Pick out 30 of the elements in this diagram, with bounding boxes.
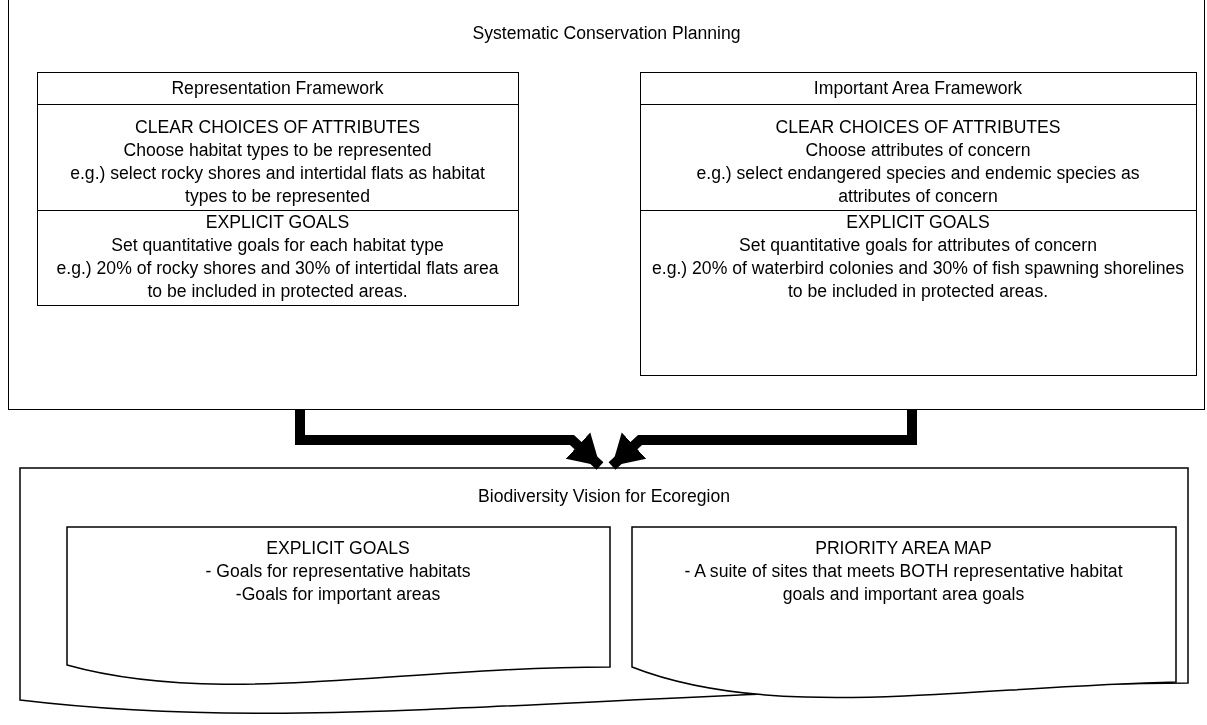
heading: Systematic Conservation Planning bbox=[471, 22, 742, 45]
arrow bbox=[295, 410, 604, 470]
example-text: e.g.) select rocky shores and intertidal flats as habitat types to be represented bbox=[69, 161, 486, 208]
description-text: Choose attributes of concern bbox=[804, 138, 1032, 162]
example-text: e.g.) 20% of rocky shores and 30% of intertidal flats area to be included in protected areas. bbox=[55, 256, 500, 303]
heading: Important Area Framework bbox=[812, 76, 1024, 100]
heading: EXPLICIT GOALS bbox=[265, 536, 411, 560]
table-cell bbox=[36, 103, 519, 211]
table-cell bbox=[36, 209, 519, 306]
heading: PRIORITY AREA MAP bbox=[814, 536, 993, 560]
description-text: Choose habitat types to be represented bbox=[122, 138, 433, 162]
heading: CLEAR CHOICES OF ATTRIBUTES bbox=[133, 115, 422, 139]
heading: CLEAR CHOICES OF ATTRIBUTES bbox=[774, 115, 1062, 139]
table-cell bbox=[639, 103, 1197, 211]
description-text: Set quantitative goals for each habitat type bbox=[110, 233, 445, 257]
example-text: -Goals for important areas bbox=[234, 582, 442, 606]
heading: Representation Framework bbox=[170, 76, 385, 100]
description-text: - Goals for representative habitats bbox=[204, 559, 472, 583]
table-header-cell bbox=[36, 71, 519, 105]
description-text: - A suite of sites that meets BOTH representative habitat goals and important area goals bbox=[683, 559, 1124, 606]
heading: EXPLICIT GOALS bbox=[204, 210, 351, 234]
example-text: e.g.) 20% of waterbird colonies and 30% of fish spawning shorelines to be included in protected areas. bbox=[651, 256, 1185, 303]
outer-frame bbox=[8, 0, 1205, 410]
table-header-cell bbox=[639, 71, 1197, 105]
heading: EXPLICIT GOALS bbox=[845, 210, 991, 234]
heading: Biodiversity Vision for Ecoregion bbox=[477, 485, 731, 508]
arrow bbox=[608, 410, 917, 470]
description-text: Set quantitative goals for attributes of concern bbox=[738, 233, 1098, 257]
example-text: e.g.) select endangered species and endemic species as attributes of concern bbox=[695, 161, 1141, 208]
table-cell bbox=[639, 209, 1197, 376]
